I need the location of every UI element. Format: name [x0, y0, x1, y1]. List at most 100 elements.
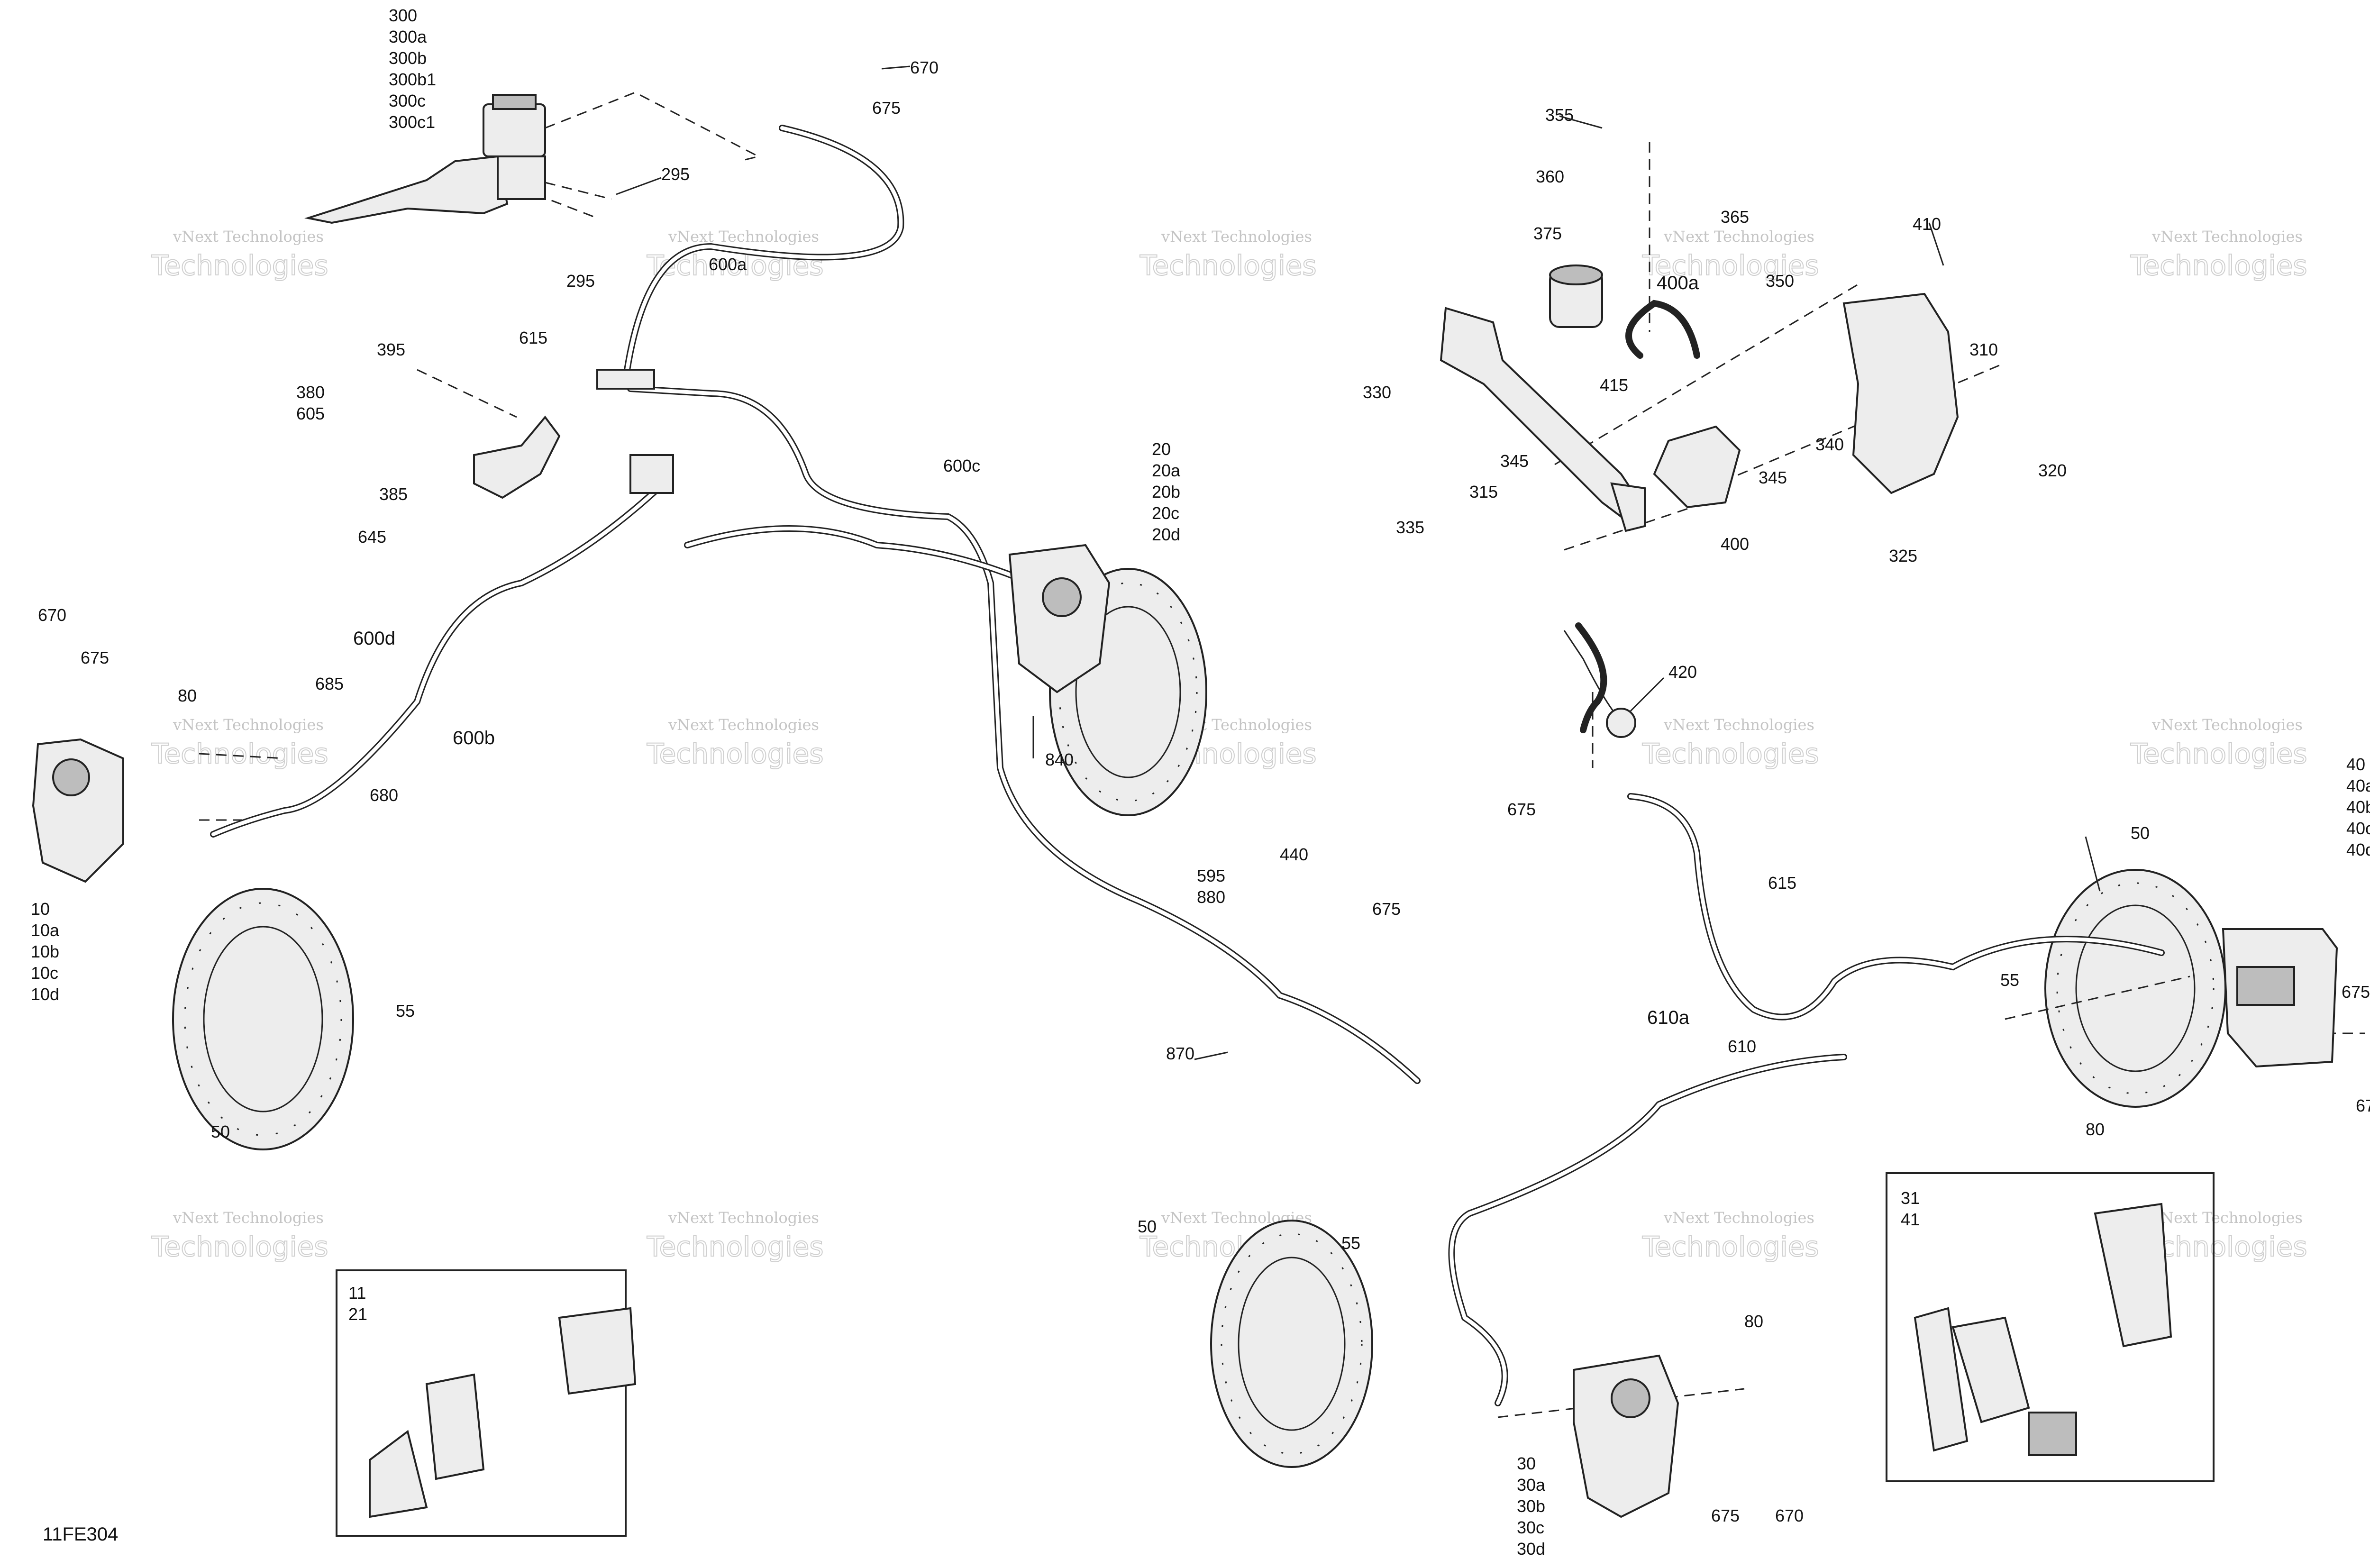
master-cylinder-400 [1653, 425, 1741, 509]
label-605: 605 [296, 404, 325, 423]
label-295: 295 [566, 271, 595, 291]
label-615: 615 [1768, 873, 1796, 893]
caliper-rear-30 [1573, 1354, 1679, 1518]
label-30a: 30a [1517, 1475, 1546, 1495]
label-355: 355 [1545, 105, 1574, 125]
brake-pedal-330 [1440, 307, 1646, 532]
label-675: 675 [872, 98, 901, 118]
label-670: 670 [910, 58, 939, 77]
brake-disc-right [2044, 869, 2226, 1108]
svg-text:Technologies: Technologies [1642, 249, 1819, 282]
brake-disc-bottom-center [1210, 1220, 1373, 1468]
watermark: vNext Technologies Technologies [151, 228, 329, 282]
bracket-385 [473, 415, 561, 499]
label-360: 360 [1536, 167, 1564, 186]
watermark: vNext Technologies Technologies [151, 716, 329, 770]
label-10c: 10c [31, 963, 58, 983]
label-30: 30 [1517, 1454, 1536, 1473]
label-10: 10 [31, 899, 50, 919]
caliper-front-20 [1008, 544, 1111, 693]
label-21: 21 [348, 1304, 367, 1324]
svg-text:Technologies: Technologies [1642, 738, 1819, 770]
label-400: 400 [1721, 534, 1749, 554]
leader-lines [616, 65, 2101, 1060]
watermark: vNext Technologies Technologies [1139, 228, 1317, 282]
label-295: 295 [661, 164, 690, 184]
label-415: 415 [1600, 375, 1628, 395]
svg-text:Technologies: Technologies [647, 1231, 824, 1263]
label-10b: 10b [31, 942, 59, 961]
label-300b1: 300b1 [389, 70, 436, 89]
svg-text:Technologies: Technologies [1139, 249, 1317, 282]
label-310: 310 [1969, 340, 1998, 359]
pad-kit-box-11-21 [336, 1269, 637, 1537]
watermark: vNext Technologies Technologies [151, 1209, 329, 1263]
svg-text:vNext Technologies: vNext Technologies [668, 228, 819, 246]
label-55: 55 [1341, 1233, 1360, 1253]
label-300: 300 [389, 6, 417, 25]
svg-text:vNext Technologies: vNext Technologies [2151, 228, 2303, 246]
label-40d: 40d [2346, 840, 2370, 859]
brake-disc-left [172, 888, 354, 1150]
svg-text:Technologies: Technologies [1642, 1231, 1819, 1263]
watermark: vNext Technologies Technologies [646, 1209, 824, 1263]
label-670: 670 [1775, 1506, 1804, 1525]
svg-text:vNext Technologies: vNext Technologies [2151, 716, 2303, 734]
label-41: 41 [1901, 1210, 1920, 1229]
svg-text:Technologies: Technologies [2130, 738, 2307, 770]
label-20c: 20c [1152, 503, 1179, 523]
label-880: 880 [1197, 887, 1225, 907]
label-340: 340 [1815, 435, 1844, 454]
label-420: 420 [1668, 662, 1697, 682]
pad-kit-box-31-41 [1886, 1172, 2215, 1482]
label-675: 675 [1372, 899, 1401, 919]
label-670: 670 [38, 605, 66, 625]
watermark: vNext Technologies Technologies [2130, 228, 2308, 282]
label-840: 840 [1045, 750, 1074, 769]
abs-sensor-420 [1563, 630, 1636, 738]
label-40b: 40b [2346, 797, 2370, 817]
label-30b: 30b [1517, 1496, 1545, 1516]
watermark: vNext Technologies Technologies [1641, 1209, 1820, 1263]
label-365: 365 [1721, 207, 1749, 227]
label-300b: 300b [389, 48, 427, 68]
label-600c: 600c [943, 456, 980, 475]
label-40a: 40a [2346, 776, 2370, 795]
svg-text:vNext Technologies: vNext Technologies [1663, 716, 1814, 734]
svg-text:Technologies: Technologies [151, 738, 328, 770]
label-380: 380 [296, 383, 325, 402]
label-670: 670 [2356, 1096, 2370, 1115]
label-400a: 400a [1657, 273, 1699, 293]
caliper-left-10 [32, 738, 124, 883]
label-30d: 30d [1517, 1539, 1545, 1559]
part-labels: 300 300a 300b 300b1 300c 300c1 295 295 6… [31, 6, 2370, 1559]
svg-text:vNext Technologies: vNext Technologies [2151, 1209, 2303, 1227]
label-300a: 300a [389, 27, 427, 46]
label-675: 675 [1507, 800, 1536, 819]
label-300c: 300c [389, 91, 426, 110]
watermark: vNext Technologies Technologies [1641, 716, 1820, 770]
label-600b: 600b [453, 728, 495, 748]
label-595: 595 [1197, 866, 1225, 885]
svg-text:Technologies: Technologies [151, 249, 328, 282]
label-325: 325 [1889, 546, 1917, 565]
label-80: 80 [178, 686, 197, 705]
distribution-block [596, 369, 674, 494]
svg-text:vNext Technologies: vNext Technologies [173, 1209, 324, 1227]
label-345: 345 [1500, 451, 1529, 471]
svg-text:vNext Technologies: vNext Technologies [668, 716, 819, 734]
label-870: 870 [1166, 1044, 1194, 1063]
label-10a: 10a [31, 921, 60, 940]
label-375: 375 [1533, 224, 1562, 243]
label-610: 610 [1728, 1037, 1756, 1056]
label-675: 675 [1711, 1506, 1740, 1525]
label-610a: 610a [1647, 1007, 1690, 1028]
label-395: 395 [377, 340, 405, 359]
label-675: 675 [2342, 982, 2370, 1002]
label-50: 50 [2131, 823, 2150, 843]
svg-text:Technologies: Technologies [647, 738, 824, 770]
label-40: 40 [2346, 755, 2365, 774]
label-645: 645 [358, 527, 386, 547]
label-80: 80 [2086, 1120, 2105, 1139]
